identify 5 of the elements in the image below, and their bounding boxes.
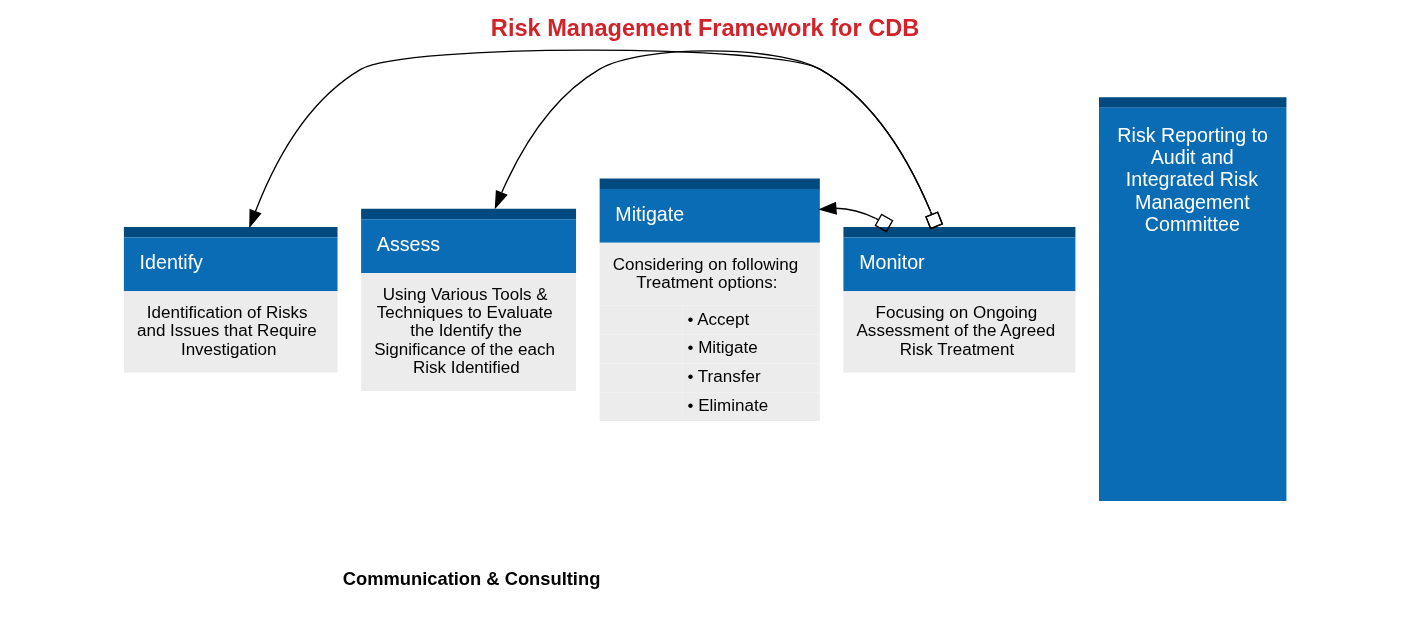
arrow <box>818 201 894 233</box>
arrow <box>494 50 944 230</box>
diagram-title: Risk Management Framework for CDB <box>490 15 920 42</box>
arrow <box>249 49 944 230</box>
label: Communication & Consulting <box>342 567 601 589</box>
